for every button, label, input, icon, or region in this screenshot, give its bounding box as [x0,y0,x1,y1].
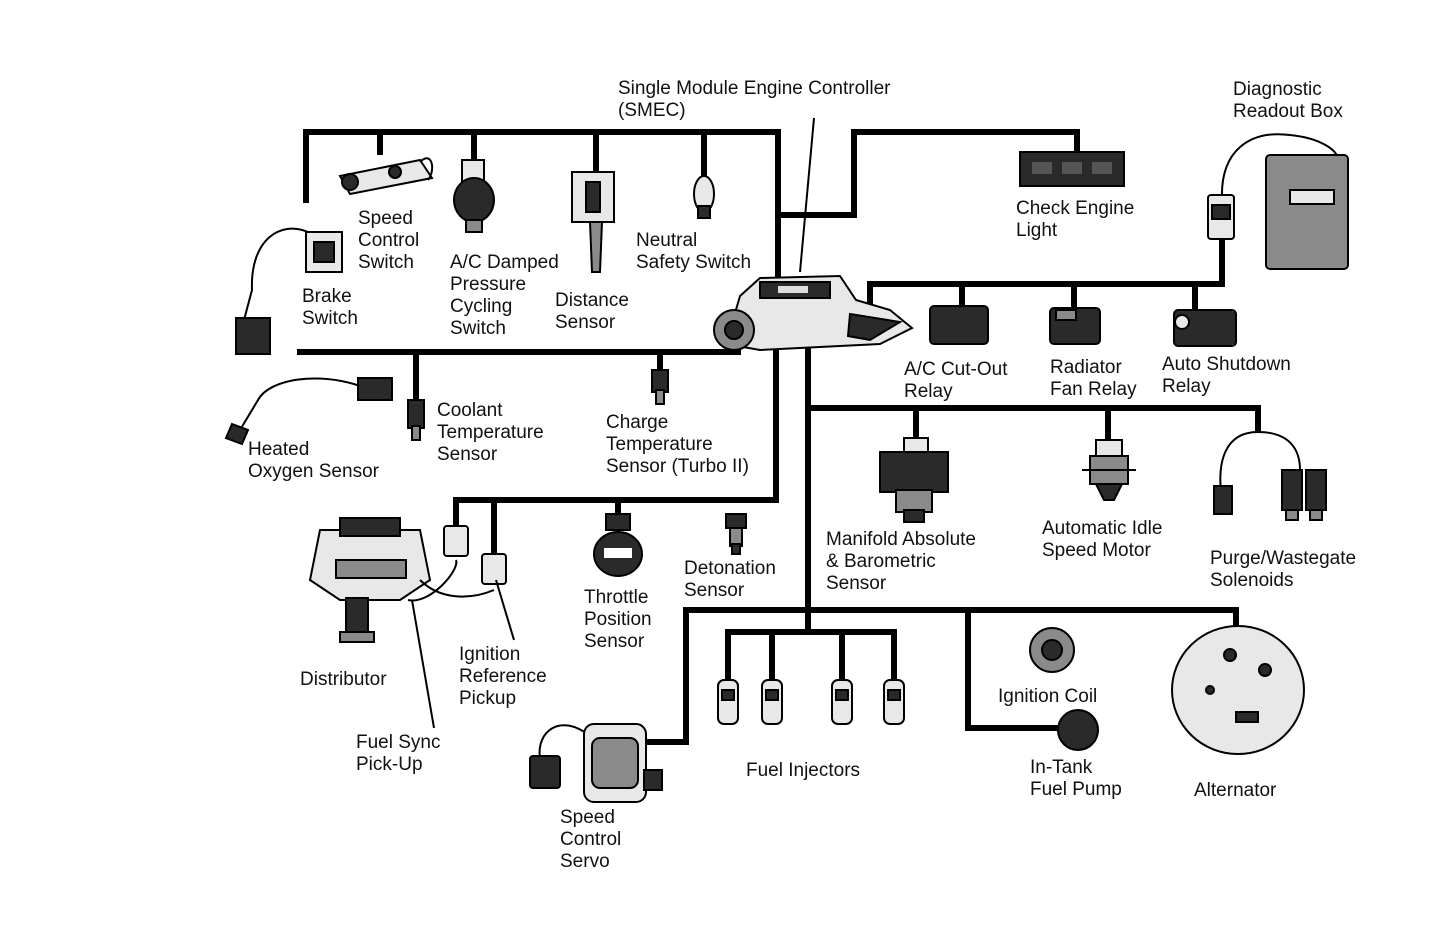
charge-temperature-sensor-icon [651,369,669,405]
label-diagnostic-readout-box: Diagnostic Readout Box [1233,79,1343,122]
label-radiator-fan-relay: Radiator Fan Relay [1050,357,1137,400]
smec-controller [713,274,914,352]
label-ignition-reference-pickup: Ignition Reference Pickup [459,644,552,709]
radiator-fan-relay-icon [1049,307,1101,345]
ac-cutout-relay-icon [929,305,989,345]
speed-control-servo-icon [529,723,663,803]
coolant-temperature-sensor-icon [407,399,425,441]
manifold-absolute-pressure-sensor-icon [879,437,949,523]
alternator-icon [1171,625,1305,755]
diagnostic-readout-box-icon [1207,133,1349,270]
speed-control-switch-icon [338,157,434,196]
label-speed-control-switch: Speed Control Switch [358,208,425,273]
label-speed-control-servo: Speed Control Servo [560,807,627,872]
purge-wastegate-solenoids-icon [1213,431,1327,521]
distance-sensor-icon [571,171,615,273]
label-ac-cutout-relay: A/C Cut-Out Relay [904,359,1013,402]
heated-oxygen-sensor-icon [224,377,393,446]
ignition-coil-icon [1029,627,1075,673]
fuel-injectors-icon [717,679,905,725]
ac-damped-pressure-switch-icon [453,159,495,233]
throttle-position-sensor-icon [593,513,643,577]
ignition-reference-pickup-icon [443,525,507,585]
neutral-safety-switch-icon [693,175,715,219]
label-neutral-safety-switch: Neutral Safety Switch [636,230,751,273]
label-fuel-sync-pickup: Fuel Sync Pick-Up [356,732,446,775]
label-heated-oxygen-sensor: Heated Oxygen Sensor [248,439,380,482]
label-ignition-coil: Ignition Coil [998,686,1097,707]
label-charge-temperature-sensor: Charge Temperature Sensor (Turbo II) [606,412,749,477]
labels: Single Module Engine Controller (SMEC) D… [248,78,1361,872]
label-detonation-sensor: Detonation Sensor [684,558,781,601]
in-tank-fuel-pump-icon [1057,709,1099,751]
label-distributor: Distributor [300,669,387,690]
label-in-tank-fuel-pump: In-Tank Fuel Pump [1030,757,1122,800]
idle-speed-motor-icon [1082,439,1136,501]
label-fuel-injectors: Fuel Injectors [746,760,860,781]
label-throttle-position-sensor: Throttle Position Sensor [584,587,657,652]
leader-lines [411,579,515,729]
smec-pointer [799,117,815,273]
check-engine-light-icon [1019,151,1125,187]
auto-shutdown-relay-icon [1173,309,1237,347]
label-check-engine-light: Check Engine Light [1016,198,1140,241]
label-ac-damped-pressure-switch: A/C Damped Pressure Cycling Switch [450,252,564,339]
label-coolant-temperature-sensor: Coolant Temperature Sensor [437,400,549,465]
label-map-sensor: Manifold Absolute & Barometric Sensor [826,529,981,594]
label-alternator: Alternator [1194,780,1277,801]
label-brake-switch: Brake Switch [302,286,358,329]
wiring-harness [297,129,1261,745]
detonation-sensor-icon [725,513,747,555]
label-smec: Single Module Engine Controller (SMEC) [618,78,896,121]
label-idle-speed-motor: Automatic Idle Speed Motor [1042,518,1168,561]
label-purge-wastegate-solenoids: Purge/Wastegate Solenoids [1210,548,1361,591]
label-distance-sensor: Distance Sensor [555,290,634,333]
distributor-icon [308,517,495,643]
label-auto-shutdown-relay: Auto Shutdown Relay [1162,354,1296,397]
brake-switch-icon [235,227,343,355]
